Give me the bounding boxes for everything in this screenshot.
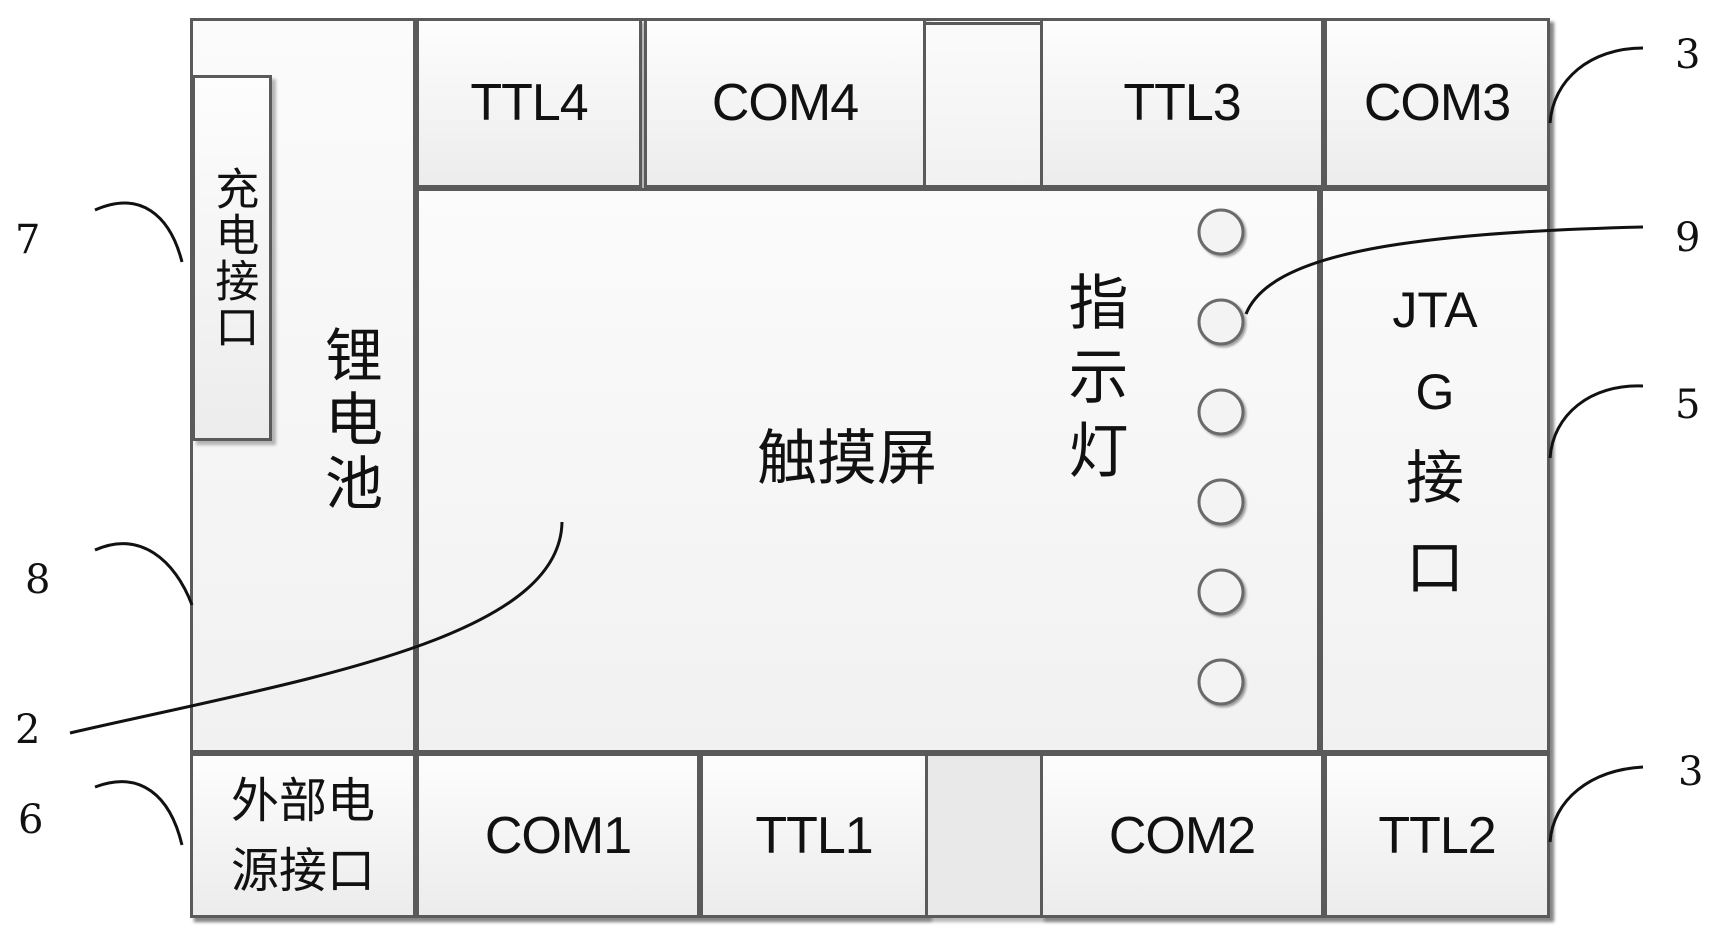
callout-5: 5 <box>1675 382 1701 428</box>
callout-3-top: 3 <box>1675 32 1701 78</box>
ttl2-label: TTL2 <box>1378 806 1496 865</box>
com4-label: COM4 <box>711 74 859 132</box>
ttl3-port: TTL3 <box>1040 18 1324 188</box>
leader-line-3-bottom <box>1548 765 1644 843</box>
touch-screen-label: 触摸屏 <box>757 424 937 494</box>
ttl2-port: TTL2 <box>1324 753 1550 918</box>
charging-port-label: 充电接口 <box>207 166 259 350</box>
jtag-interface: JTA G 接 口 <box>1320 188 1550 753</box>
ttl1-port: TTL1 <box>700 753 928 918</box>
leader-line-7 <box>94 201 184 263</box>
com2-port: COM2 <box>1040 753 1324 918</box>
jtag-line-2: G <box>1415 363 1455 420</box>
callout-9: 9 <box>1675 215 1701 261</box>
com3-label: COM3 <box>1363 74 1511 132</box>
ttl4-label: TTL4 <box>470 74 588 132</box>
jtag-label: JTA G 接 口 <box>1392 269 1477 613</box>
jtag-line-1: JTA <box>1392 281 1478 338</box>
indicator-label: 指示灯 <box>1058 271 1128 493</box>
callout-7: 7 <box>15 217 41 263</box>
leader-line-6 <box>94 780 184 846</box>
jtag-line-4: 口 <box>1405 533 1464 602</box>
leader-line-8 <box>94 542 194 606</box>
ttl4-port: TTL4 <box>416 18 642 188</box>
callout-6: 6 <box>18 797 44 843</box>
ttl3-label: TTL3 <box>1123 74 1241 132</box>
external-power-port: 外部电 源接口 <box>190 753 416 918</box>
external-power-line-2: 源接口 <box>230 842 375 899</box>
charging-port: 充电接口 <box>192 75 272 441</box>
com3-port: COM3 <box>1324 18 1550 188</box>
ttl1-label: TTL1 <box>755 806 873 865</box>
lithium-battery-label: 锂电池 <box>315 324 383 517</box>
callout-8: 8 <box>25 557 51 603</box>
touch-screen: 触摸屏 指示灯 <box>416 188 1320 753</box>
callout-3-bottom: 3 <box>1678 749 1704 795</box>
leader-line-5 <box>1548 384 1644 459</box>
top-spacer <box>926 22 1040 188</box>
com1-label: COM1 <box>484 806 632 865</box>
com4-port: COM4 <box>644 18 926 188</box>
leader-line-3-top <box>1548 46 1644 124</box>
com2-label: COM2 <box>1108 806 1256 865</box>
external-power-line-1: 外部电 <box>230 772 375 829</box>
jtag-line-3: 接 <box>1405 443 1464 512</box>
bottom-spacer <box>928 753 1040 918</box>
com1-port: COM1 <box>416 753 700 918</box>
callout-2: 2 <box>15 707 41 753</box>
